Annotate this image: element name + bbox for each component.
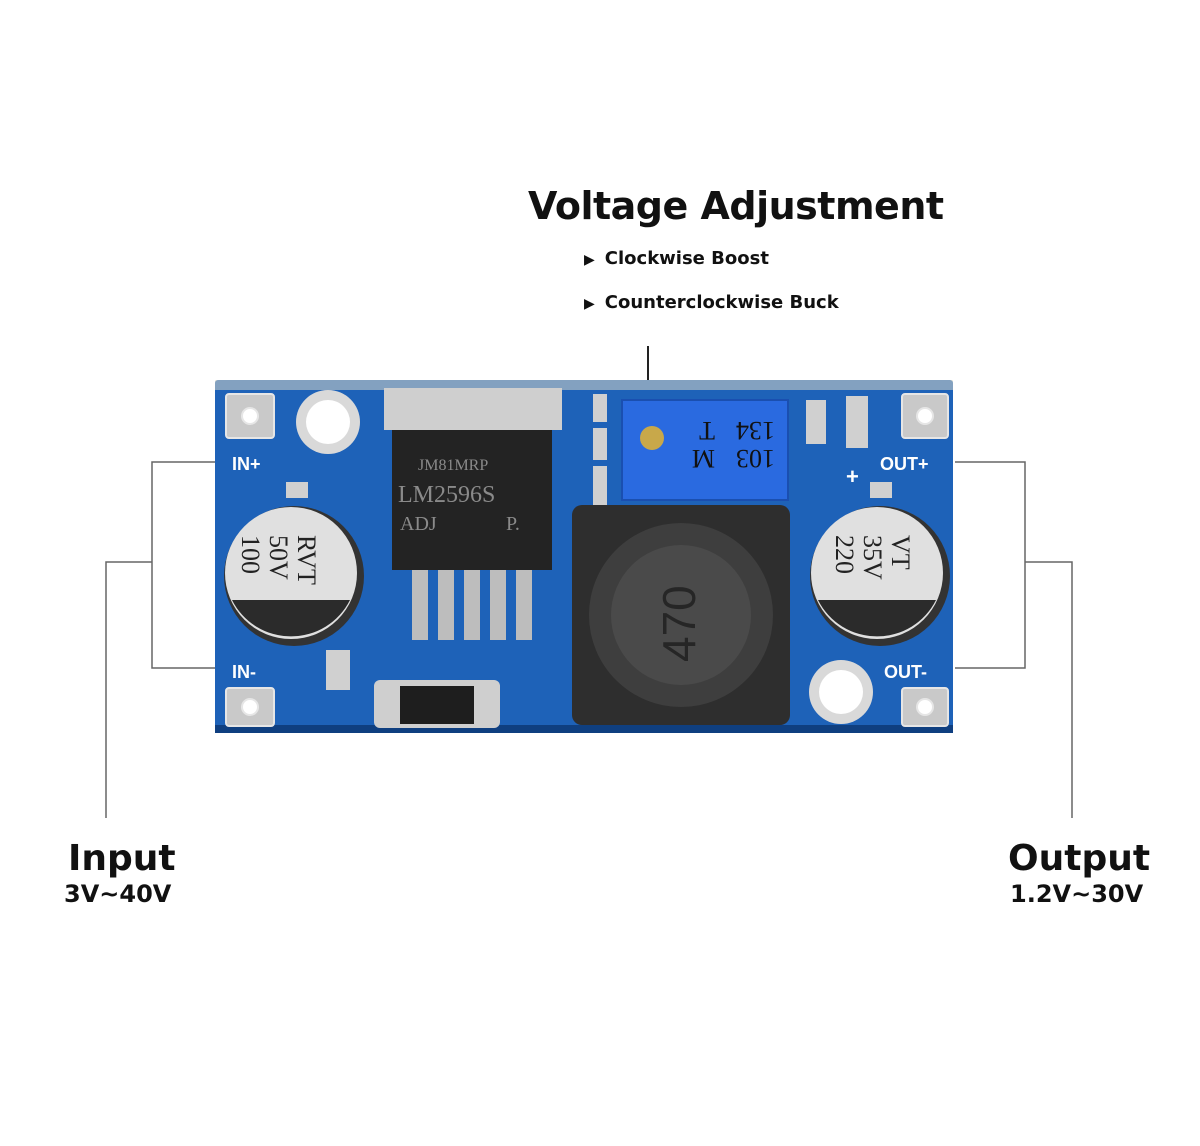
output-range: 1.2V~30V xyxy=(1010,880,1144,908)
cap-in-series: RVT xyxy=(292,535,321,585)
inductor-value: 470 xyxy=(653,585,705,662)
pot-model: 134 xyxy=(736,416,775,445)
pin-label-in-minus: IN- xyxy=(232,662,256,682)
input-range: 3V~40V xyxy=(64,880,172,908)
cap-out-series: VT xyxy=(886,535,915,570)
input-label: Input xyxy=(68,838,176,879)
smd-components xyxy=(286,394,892,690)
cap-in-value: 100 xyxy=(236,535,265,574)
ic-code: JM81MRP xyxy=(418,457,488,474)
schottky-diode xyxy=(374,680,500,728)
cap-in-voltage: 50V xyxy=(264,535,293,580)
clockwise-boost-item: ▶ Clockwise Boost xyxy=(584,248,769,269)
counterclockwise-buck-label: Counterclockwise Buck xyxy=(604,292,839,313)
pot-t: T xyxy=(699,416,715,445)
clockwise-boost-label: Clockwise Boost xyxy=(604,248,769,269)
pot-m: M xyxy=(692,444,715,473)
pin-label-out-plus: OUT+ xyxy=(880,454,929,474)
counterclockwise-buck-item: ▶ Counterclockwise Buck xyxy=(584,292,839,313)
trimmer-potentiometer: 103 134 T M xyxy=(621,399,789,501)
voltage-adjustment-title: Voltage Adjustment xyxy=(528,184,944,228)
pin-label-out-minus: OUT- xyxy=(884,662,927,682)
input-capacitor: 100 50V RVT xyxy=(224,506,364,646)
pot-code: 103 xyxy=(736,444,775,473)
ic-suffix: P. xyxy=(506,513,520,535)
terminal-pads xyxy=(225,393,949,727)
cap-out-value: 220 xyxy=(830,535,859,574)
mounting-holes xyxy=(296,390,873,724)
output-leader-line xyxy=(955,461,1026,669)
triangle-right-icon: ▶ xyxy=(584,252,595,268)
triangle-right-icon: ▶ xyxy=(584,296,595,312)
plus-sign: + xyxy=(846,464,859,489)
ic-adj: ADJ xyxy=(400,513,437,535)
lm2596s-ic: JM81MRP LM2596S ADJ P. xyxy=(384,388,562,640)
input-leader-line xyxy=(151,461,222,669)
input-leader-line-down xyxy=(105,561,152,818)
ic-part: LM2596S xyxy=(398,482,495,508)
output-capacitor: 220 35V VT xyxy=(810,506,950,646)
cap-out-voltage: 35V xyxy=(858,535,887,580)
pin-label-in-plus: IN+ xyxy=(232,454,261,474)
output-label: Output xyxy=(1008,838,1151,879)
output-leader-line-down xyxy=(1025,561,1073,818)
inductor: 470 xyxy=(572,505,790,725)
